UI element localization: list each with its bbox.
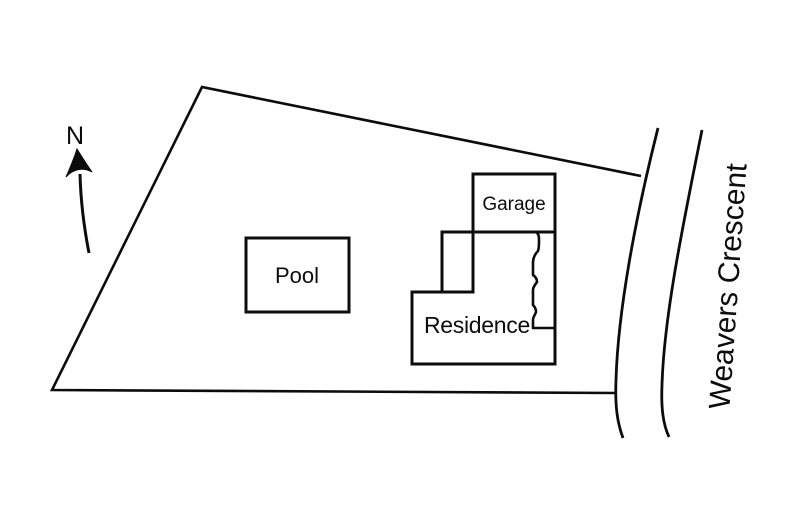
- garage-outline: [471, 172, 557, 234]
- north-arrow: N: [65, 122, 93, 254]
- street-name-label: Weavers Crescent: [703, 162, 753, 411]
- north-arrow-shaft: [78, 173, 91, 254]
- north-arrow-head-icon: [65, 147, 93, 178]
- property-boundary: [49, 85, 642, 395]
- road-outer-line: [660, 129, 704, 438]
- residence-wavy-edge: [531, 230, 555, 330]
- garage-label: Garage: [482, 194, 545, 215]
- road-inner-line: [614, 127, 660, 439]
- pool-label: Pool: [275, 263, 319, 288]
- residence-interior-wall: [442, 232, 475, 294]
- residence-label: Residence: [424, 312, 530, 338]
- north-label: N: [66, 122, 84, 150]
- pool-outline: [244, 236, 351, 314]
